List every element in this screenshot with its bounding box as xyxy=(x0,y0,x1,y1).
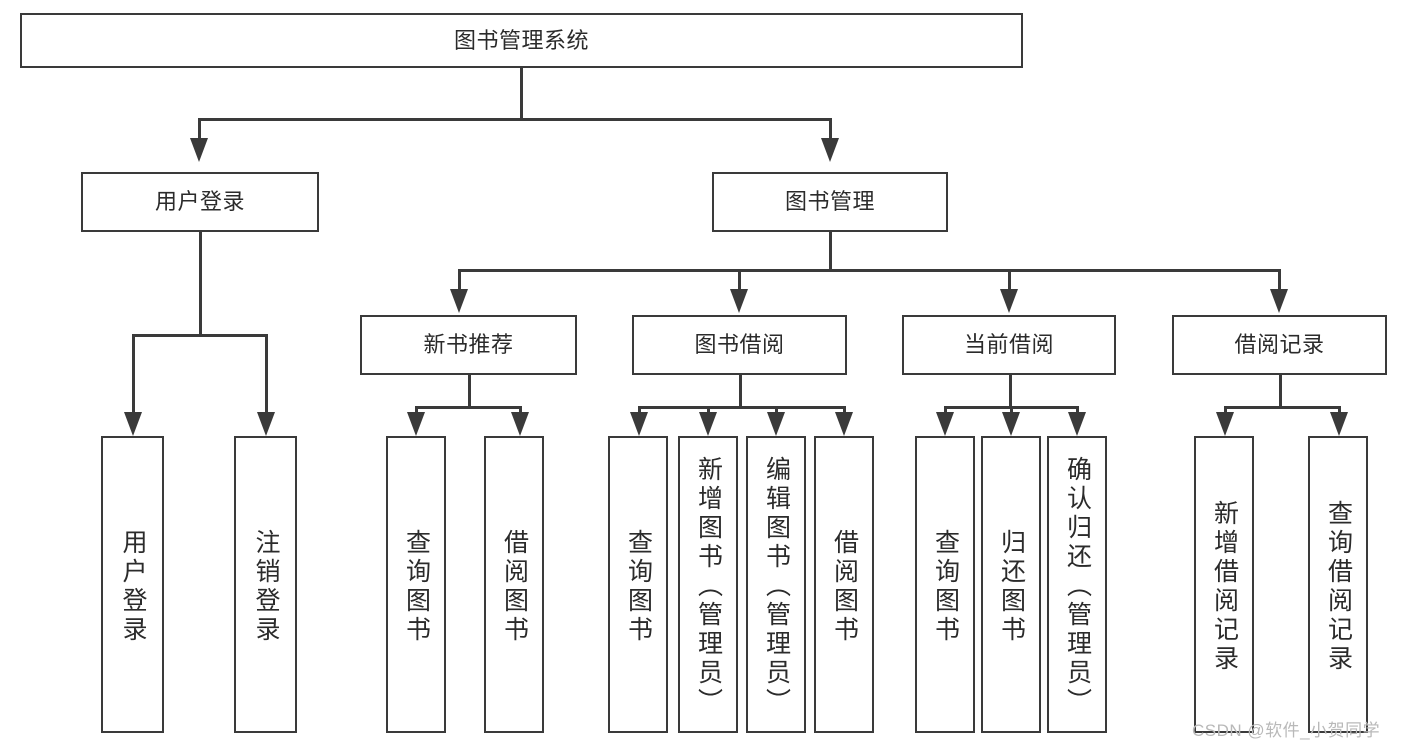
edge-book-borrow-drop-4 xyxy=(843,406,846,414)
csdn-watermark: CSDN @软件_小贺同学 xyxy=(1192,721,1381,740)
edge-root-bar xyxy=(198,118,831,121)
edge-book-manage-bar xyxy=(458,269,1280,272)
edge-root-to-book-manage xyxy=(829,118,832,140)
arrow-leaf-query-book-2 xyxy=(630,412,648,436)
edge-book-borrow-stem xyxy=(739,375,742,408)
edge-book-manage-drop-1 xyxy=(458,269,461,291)
node-book-borrow[interactable]: 图书借阅 xyxy=(632,315,847,375)
leaf-borrow-book-recommend[interactable]: 借阅图书 xyxy=(484,436,544,733)
node-label: 归还图书 xyxy=(997,528,1026,645)
node-label: 查询借阅记录 xyxy=(1324,499,1353,674)
arrow-leaf-borrow-book-2 xyxy=(835,412,853,436)
arrow-leaf-user-login xyxy=(124,412,142,436)
edge-borrow-record-stem xyxy=(1279,375,1282,408)
leaf-confirm-return-admin[interactable]: 确认归还（管理员） xyxy=(1047,436,1107,733)
edge-user-login-drop-1 xyxy=(132,334,135,414)
edge-current-borrow-drop-1 xyxy=(944,406,947,414)
arrow-leaf-logout xyxy=(257,412,275,436)
node-user-login[interactable]: 用户登录 xyxy=(81,172,319,232)
edge-book-borrow-drop-2 xyxy=(707,406,710,414)
node-label: 借阅记录 xyxy=(1234,332,1325,358)
arrow-leaf-query-record xyxy=(1330,412,1348,436)
edge-root-stem xyxy=(520,68,523,120)
node-current-borrow[interactable]: 当前借阅 xyxy=(902,315,1116,375)
edge-book-borrow-drop-1 xyxy=(638,406,641,414)
node-borrow-record[interactable]: 借阅记录 xyxy=(1172,315,1387,375)
node-new-book-recommend[interactable]: 新书推荐 xyxy=(360,315,577,375)
leaf-add-borrow-record[interactable]: 新增借阅记录 xyxy=(1194,436,1254,733)
node-label: 新书推荐 xyxy=(423,332,514,358)
node-label: 用户登录 xyxy=(154,189,245,215)
arrow-leaf-return-book xyxy=(1002,412,1020,436)
leaf-query-book-current[interactable]: 查询图书 xyxy=(915,436,975,733)
node-label: 编辑图书（管理员） xyxy=(762,456,791,717)
arrow-leaf-edit-book xyxy=(767,412,785,436)
arrow-root-to-book-manage xyxy=(821,138,839,162)
edge-borrow-record-drop-2 xyxy=(1338,406,1341,414)
node-label: 当前借阅 xyxy=(963,332,1054,358)
edge-current-borrow-drop-2 xyxy=(1010,406,1013,414)
arrow-leaf-borrow-book-1 xyxy=(511,412,529,436)
node-label: 图书管理 xyxy=(784,189,875,215)
edge-book-borrow-drop-3 xyxy=(775,406,778,414)
node-label: 注销登录 xyxy=(252,528,280,645)
edge-user-login-bar xyxy=(132,334,267,337)
leaf-borrow-book[interactable]: 借阅图书 xyxy=(814,436,874,733)
edge-book-manage-drop-2 xyxy=(738,269,741,291)
edge-user-login-stem xyxy=(199,232,202,336)
node-label: 新增图书（管理员） xyxy=(694,456,723,717)
edge-new-book-bar xyxy=(415,406,522,409)
leaf-query-book-recommend[interactable]: 查询图书 xyxy=(386,436,446,733)
node-label: 查询图书 xyxy=(931,528,960,645)
leaf-user-login[interactable]: 用户登录 xyxy=(101,436,164,733)
edge-book-manage-drop-4 xyxy=(1278,269,1281,291)
edge-new-book-stem xyxy=(468,375,471,408)
edge-new-book-drop-2 xyxy=(519,406,522,414)
leaf-edit-book-admin[interactable]: 编辑图书（管理员） xyxy=(746,436,806,733)
arrow-to-current-borrow xyxy=(1000,289,1018,313)
edge-book-borrow-bar xyxy=(638,406,845,409)
node-label: 借阅图书 xyxy=(830,528,859,645)
edge-borrow-record-drop-1 xyxy=(1224,406,1227,414)
edge-current-borrow-drop-3 xyxy=(1076,406,1079,414)
arrow-to-book-borrow xyxy=(730,289,748,313)
leaf-query-book-borrow[interactable]: 查询图书 xyxy=(608,436,668,733)
edge-book-manage-drop-3 xyxy=(1008,269,1011,291)
edge-borrow-record-bar xyxy=(1224,406,1341,409)
edge-book-manage-stem xyxy=(829,232,832,272)
arrow-leaf-add-record xyxy=(1216,412,1234,436)
leaf-return-book[interactable]: 归还图书 xyxy=(981,436,1041,733)
node-label: 借阅图书 xyxy=(500,528,529,645)
node-book-management[interactable]: 图书管理 xyxy=(712,172,948,232)
edge-root-to-user-login xyxy=(198,118,201,140)
node-label: 用户登录 xyxy=(119,528,147,645)
arrow-leaf-confirm-return xyxy=(1068,412,1086,436)
node-label: 查询图书 xyxy=(624,528,653,645)
leaf-add-book-admin[interactable]: 新增图书（管理员） xyxy=(678,436,738,733)
node-label: 查询图书 xyxy=(402,528,431,645)
node-label: 图书借阅 xyxy=(694,332,785,358)
arrow-root-to-user-login xyxy=(190,138,208,162)
leaf-query-borrow-record[interactable]: 查询借阅记录 xyxy=(1308,436,1368,733)
edge-new-book-drop-1 xyxy=(415,406,418,414)
node-label: 图书管理系统 xyxy=(453,27,589,53)
leaf-logout[interactable]: 注销登录 xyxy=(234,436,297,733)
arrow-leaf-query-book-1 xyxy=(407,412,425,436)
node-label: 确认归还（管理员） xyxy=(1063,456,1092,717)
node-label: 新增借阅记录 xyxy=(1210,499,1239,674)
arrow-leaf-add-book xyxy=(699,412,717,436)
edge-current-borrow-stem xyxy=(1009,375,1012,408)
arrow-to-new-book-recommend xyxy=(450,289,468,313)
arrow-to-borrow-record xyxy=(1270,289,1288,313)
arrow-leaf-query-book-3 xyxy=(936,412,954,436)
edge-user-login-drop-2 xyxy=(265,334,268,414)
node-root-system[interactable]: 图书管理系统 xyxy=(20,13,1023,68)
